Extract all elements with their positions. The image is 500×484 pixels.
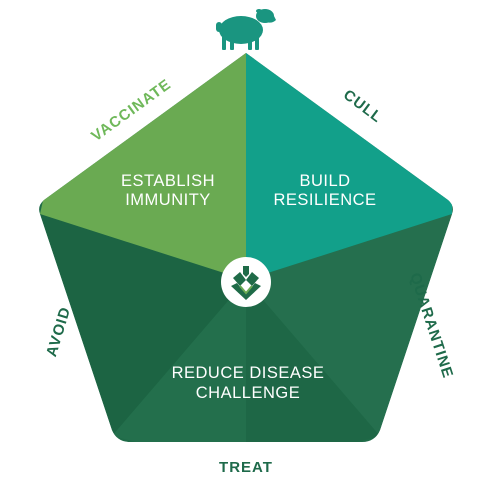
establish-immunity-segment <box>40 53 246 280</box>
treat-label: TREAT <box>219 459 273 476</box>
facet-left <box>40 214 246 436</box>
avoid-label: AVOID <box>43 305 74 359</box>
build-resilience-line2: RESILIENCE <box>273 191 376 209</box>
reduce-disease-line2: CHALLENGE <box>196 384 300 402</box>
facet-bottom-right <box>246 280 380 442</box>
reduce-disease-line1: REDUCE DISEASE <box>172 364 325 382</box>
cull-label: CULL <box>340 86 385 126</box>
establish-immunity-line2: IMMUNITY <box>125 191 211 209</box>
establish-immunity-line1: ESTABLISH <box>121 172 215 190</box>
build-resilience-segment <box>246 53 452 280</box>
build-resilience-line1: BUILD <box>299 172 350 190</box>
leaf-logo-icon <box>221 257 271 307</box>
facet-right <box>246 214 452 436</box>
sheep-icon <box>216 9 276 50</box>
facet-bottom-left <box>112 280 246 442</box>
